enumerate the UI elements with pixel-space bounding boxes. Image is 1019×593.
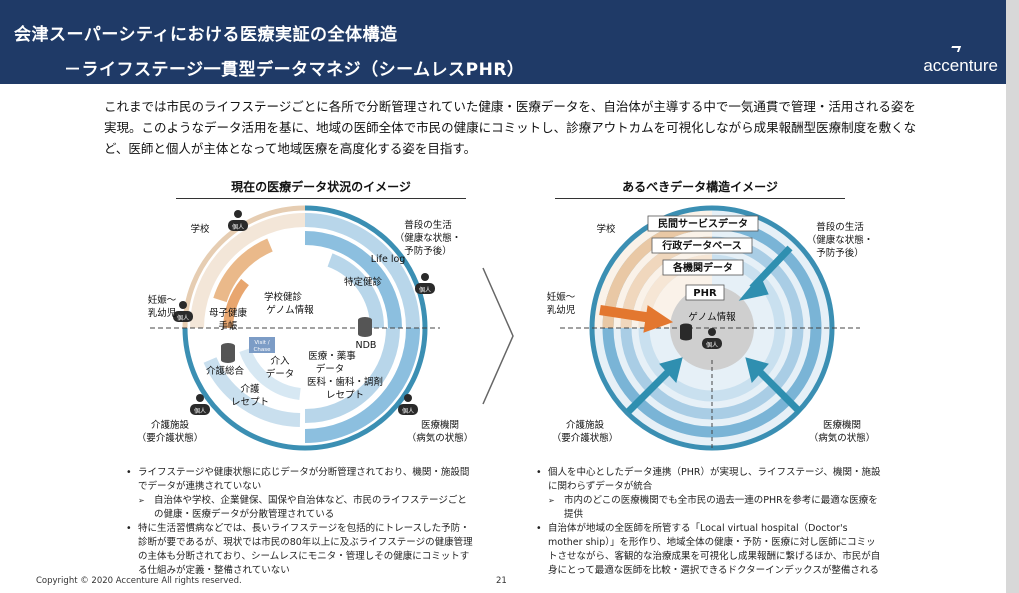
svg-text:レセプト: レセプト [231,397,269,408]
svg-text:医科・歯科・調剤: 医科・歯科・調剤 [307,376,383,388]
list-item: 特に生活習慣病などでは、長いライフステージを包括的にトレースした予防・診断が要で… [124,522,474,578]
svg-text:予防予後）: 予防予後） [404,245,452,257]
svg-text:データ: データ [316,363,345,375]
svg-text:ゲノム情報: ゲノム情報 [266,304,314,316]
svg-text:個人: 個人 [177,314,189,322]
brand-logo: accenture [923,56,998,75]
svg-text:予防予後）: 予防予後） [816,247,864,259]
svg-text:NDB: NDB [356,340,377,351]
svg-text:（病気の状態）: （病気の状態） [809,432,876,444]
svg-text:介入: 介入 [270,356,290,367]
page-number: 21 [496,576,507,586]
svg-text:個人: 個人 [194,407,206,415]
list-item: 市内のどこの医療機関でも全市民の過去一連のPHRを参考に最適な医療を提供 [534,494,884,522]
svg-text:（要介護状態）: （要介護状態） [137,432,204,444]
svg-text:PHR: PHR [693,288,717,299]
svg-text:普段の生活: 普段の生活 [404,219,452,231]
right-edge-bar [1006,0,1019,593]
right-panel-title: あるべきデータ構造イメージ [555,178,845,199]
list-item: 自治体が地域の全医師を所管する「Local virtual hospital（D… [534,522,884,578]
page-subtitle: －ライフステージ一貫型データマネジ（シームレスPHR） [64,60,525,80]
left-diagram: 個人 個人 個人 個人 個人 学校 普段の生活 （健康な状態・ 予防予後） Li… [137,205,474,451]
svg-text:妊娠～: 妊娠～ [148,294,177,306]
svg-text:手帳: 手帳 [218,320,238,332]
page-title: 会津スーパーシティにおける医療実証の全体構造 [14,25,398,45]
svg-text:Life log: Life log [371,254,406,265]
svg-text:民間サービスデータ: 民間サービスデータ [658,217,748,230]
svg-text:Chase: Chase [254,347,272,353]
svg-text:妊娠～: 妊娠～ [547,291,576,303]
svg-text:レセプト: レセプト [326,390,364,401]
svg-text:医療・薬事: 医療・薬事 [308,350,356,362]
svg-text:行政データベース: 行政データベース [661,239,742,252]
svg-text:個人: 個人 [402,407,414,415]
svg-text:普段の生活: 普段の生活 [816,221,864,233]
header-banner: 会津スーパーシティにおける医療実証の全体構造 －ライフステージ一貫型データマネジ… [0,0,1006,84]
svg-text:乳幼児: 乳幼児 [148,307,177,319]
svg-text:個人: 個人 [706,341,718,349]
svg-text:介護施設: 介護施設 [566,419,605,431]
svg-text:医療機関: 医療機関 [421,419,459,431]
left-label-school: 学校 [190,223,210,235]
svg-text:介護総合: 介護総合 [206,365,245,377]
right-bullets: 個人を中心としたデータ連携（PHR）が実現し、ライフステージ、機関・施設に関わら… [534,466,884,578]
intro-paragraph: これまでは市民のライフステージごとに各所で分断管理されていた健康・医療データを、… [104,99,917,156]
svg-text:Visit /: Visit / [254,340,269,346]
svg-text:ゲノム情報: ゲノム情報 [688,311,736,323]
svg-text:医療機関: 医療機関 [823,419,861,431]
left-bullets: ライフステージや健康状態に応じデータが分断管理されており、機関・施設間でデータが… [124,466,474,578]
svg-text:母子健康: 母子健康 [209,307,248,319]
list-item: 個人を中心としたデータ連携（PHR）が実現し、ライフステージ、機関・施設に関わら… [534,466,884,494]
svg-text:（健康な状態・: （健康な状態・ [807,234,874,246]
svg-text:（要介護状態）: （要介護状態） [552,432,619,444]
svg-text:介護: 介護 [240,383,260,395]
list-item: ライフステージや健康状態に応じデータが分断管理されており、機関・施設間でデータが… [124,466,474,494]
transition-chevron-icon [482,267,514,405]
svg-text:個人: 個人 [419,286,431,294]
left-panel-title: 現在の医療データ状況のイメージ [176,178,466,199]
list-item: 自治体や学校、企業健保、国保や自治体など、市民のライフステージごとの健康・医療デ… [124,494,474,522]
svg-text:特定健診: 特定健診 [344,276,383,288]
svg-text:学校健診: 学校健診 [264,291,303,303]
svg-text:（健康な状態・: （健康な状態・ [395,232,462,244]
svg-text:介護施設: 介護施設 [151,419,190,431]
svg-text:乳幼児: 乳幼児 [547,304,576,316]
svg-text:データ: データ [266,368,295,380]
svg-text:（病気の状態）: （病気の状態） [407,432,474,444]
right-diagram: 民間サービスデータ 行政データベース 各機関データ PHR 個人 ゲノム情報 学… [547,205,876,451]
svg-text:個人: 個人 [232,223,244,231]
svg-text:各機関データ: 各機関データ [672,261,733,274]
copyright-text: Copyright © 2020 Accenture All rights re… [36,576,242,586]
svg-text:学校: 学校 [596,223,616,235]
